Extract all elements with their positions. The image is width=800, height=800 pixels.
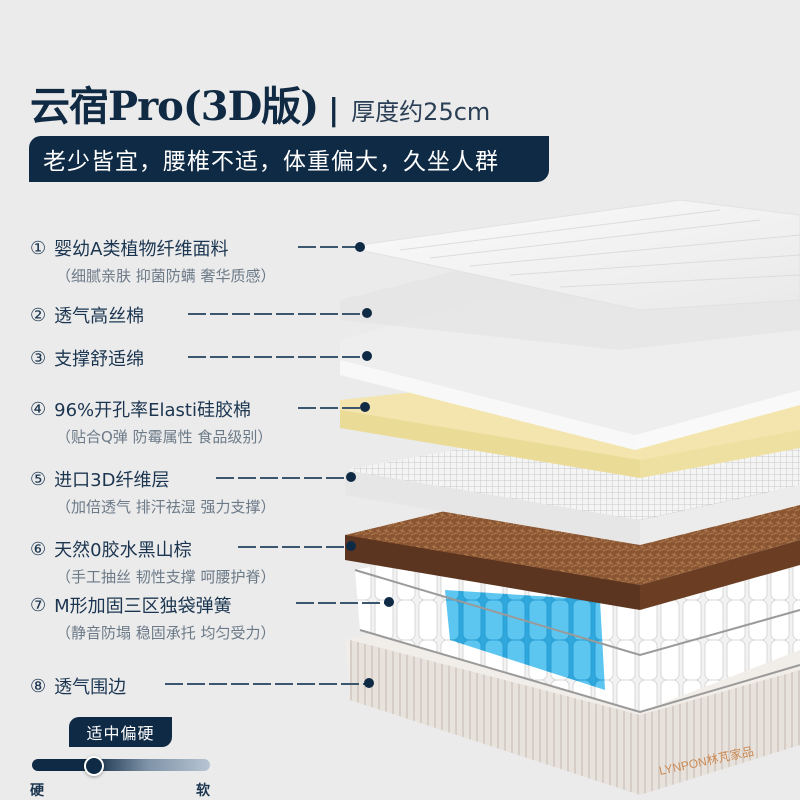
layer-label-1: ① 婴幼A类植物纤维面料 （细腻亲肤 抑菌防螨 奢华质感） xyxy=(30,235,276,286)
layer-label-5: ⑤ 进口3D纤维层 （加倍透气 排汗祛湿 强力支撑） xyxy=(30,466,276,517)
layer-label-3: ③ 支撑舒适绵 xyxy=(30,345,144,371)
layer-label-6: ⑥ 天然0胶水黑山棕 （手工抽丝 韧性支撑 呵腰护脊） xyxy=(30,536,276,587)
firmness-badge-text: 适中偏硬 xyxy=(86,724,155,743)
leader-dot-6 xyxy=(346,541,356,551)
leader-line-7 xyxy=(296,602,388,604)
firmness-scale-track xyxy=(32,759,210,771)
layer-label-7: ⑦ M形加固三区独袋弹簧 （静音防塌 稳固承托 均匀受力） xyxy=(30,592,276,643)
audience-banner: 老少皆宜，腰椎不适，体重偏大，久坐人群 xyxy=(29,136,549,182)
layer-number: ⑥ xyxy=(30,538,47,560)
layer-number: ② xyxy=(30,304,47,326)
layer-desc: （加倍透气 排汗祛湿 强力支撑） xyxy=(56,498,276,516)
leader-line-8 xyxy=(165,683,368,685)
product-name: 云宿Pro(3D版) xyxy=(30,83,319,130)
layer-name: M形加固三区独袋弹簧 xyxy=(54,596,232,617)
leader-dot-4 xyxy=(360,402,370,412)
leader-line-1 xyxy=(298,246,358,248)
leader-dot-7 xyxy=(384,597,394,607)
audience-text: 老少皆宜，腰椎不适，体重偏大，久坐人群 xyxy=(43,149,499,175)
layer-number: ⑤ xyxy=(30,468,47,490)
layer-label-8: ⑧ 透气围边 xyxy=(30,673,126,699)
firmness-scale-marker xyxy=(84,756,104,776)
layer-name: 婴幼A类植物纤维面料 xyxy=(54,239,229,260)
firmness-badge: 适中偏硬 xyxy=(69,717,172,747)
layer-desc: （手工抽丝 韧性支撑 呵腰护脊） xyxy=(56,568,276,586)
leader-dot-1 xyxy=(355,242,365,252)
layer-label-2: ② 透气高丝棉 xyxy=(30,302,144,328)
leader-dot-3 xyxy=(362,351,372,361)
leader-line-6 xyxy=(238,546,350,548)
firmness-soft-label: 软 xyxy=(196,783,210,799)
layer-number: ⑧ xyxy=(30,675,47,697)
leader-line-4 xyxy=(298,407,363,409)
layer-number: ① xyxy=(30,237,47,259)
page-title: 云宿Pro(3D版) | 厚度约25cm xyxy=(30,74,490,132)
layer-name: 进口3D纤维层 xyxy=(54,470,170,491)
leader-dot-5 xyxy=(346,472,356,482)
layer-name: 支撑舒适绵 xyxy=(54,349,145,370)
layer-name: 透气围边 xyxy=(54,677,127,698)
leader-line-3 xyxy=(188,356,363,358)
leader-dot-8 xyxy=(364,678,374,688)
layer-label-4: ④ 96%开孔率Elasti硅胶棉 （贴合Q弹 防霉属性 食品级别） xyxy=(30,396,272,447)
title-separator: | xyxy=(328,93,340,128)
layer-number: ③ xyxy=(30,347,47,369)
layer-name: 96%开孔率Elasti硅胶棉 xyxy=(54,400,251,421)
layer-number: ④ xyxy=(30,398,47,420)
layer-name: 天然0胶水黑山棕 xyxy=(54,540,192,561)
layer-desc: （静音防塌 稳固承托 均匀受力） xyxy=(56,624,276,642)
layer-desc: （贴合Q弹 防霉属性 食品级别） xyxy=(56,428,273,446)
layer-number: ⑦ xyxy=(30,594,47,616)
layer-name: 透气高丝棉 xyxy=(54,306,145,327)
leader-dot-2 xyxy=(362,308,372,318)
firmness-hard-label: 硬 xyxy=(30,783,44,799)
mattress-exploded-illustration: LYNPON林芃家品 xyxy=(340,199,800,795)
leader-line-2 xyxy=(188,313,363,315)
layer-desc: （细腻亲肤 抑菌防螨 奢华质感） xyxy=(56,267,276,285)
thickness-text: 厚度约25cm xyxy=(351,98,491,126)
leader-line-5 xyxy=(216,477,351,479)
